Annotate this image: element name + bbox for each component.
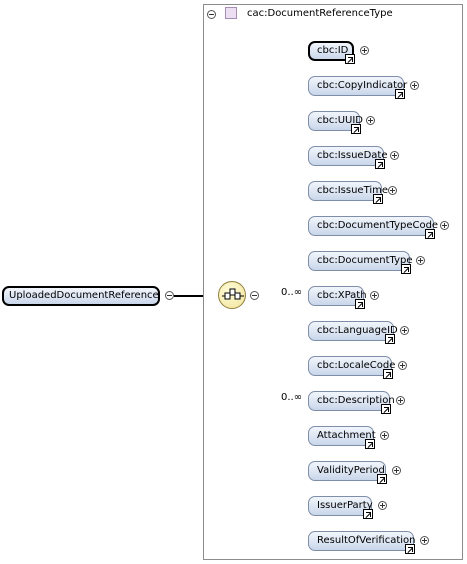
- element-validity-period[interactable]: ValidityPeriod: [308, 461, 386, 481]
- reference-arrow-icon: [425, 229, 435, 239]
- element-label: cbc:CopyIndicator: [317, 80, 408, 91]
- element-copy-indicator[interactable]: cbc:CopyIndicator: [308, 76, 408, 96]
- expand-icon[interactable]: [410, 81, 419, 90]
- reference-arrow-icon: [405, 544, 415, 554]
- reference-arrow-icon: [375, 159, 385, 169]
- occurrence-label: 0..∞: [281, 392, 303, 403]
- element-label: cbc:Description: [317, 395, 395, 406]
- element-label: cbc:UUID: [317, 115, 364, 126]
- element-issue-date[interactable]: cbc:IssueDate: [308, 146, 388, 166]
- reference-arrow-icon: [395, 89, 405, 99]
- reference-arrow-icon: [383, 369, 393, 379]
- element-label: cbc:DocumentType: [317, 255, 413, 266]
- type-collapse-icon[interactable]: [207, 10, 216, 19]
- expand-icon[interactable]: [388, 186, 397, 195]
- reference-arrow-icon: [345, 54, 355, 64]
- reference-arrow-icon: [377, 474, 387, 484]
- expand-icon[interactable]: [380, 431, 389, 440]
- sequence-compositor-icon[interactable]: [218, 281, 246, 309]
- element-attachment[interactable]: Attachment: [308, 426, 376, 446]
- root-element[interactable]: UploadedDocumentReference: [2, 286, 160, 306]
- element-label: IssuerParty: [317, 500, 373, 511]
- element-locale-code[interactable]: cbc:LocaleCode: [308, 356, 396, 376]
- element-uuid[interactable]: cbc:UUID: [308, 111, 364, 131]
- expand-icon[interactable]: [420, 536, 429, 545]
- sequence-collapse-icon[interactable]: [250, 291, 259, 300]
- expand-icon[interactable]: [392, 466, 401, 475]
- element-label: cbc:LanguageID: [317, 325, 398, 336]
- reference-arrow-icon: [381, 404, 391, 414]
- expand-icon[interactable]: [360, 46, 369, 55]
- element-label: cbc:IssueTime: [317, 185, 389, 196]
- reference-arrow-icon: [363, 509, 373, 519]
- expand-icon[interactable]: [440, 221, 449, 230]
- expand-icon[interactable]: [398, 361, 407, 370]
- complex-type-icon: [225, 7, 237, 19]
- expand-icon[interactable]: [366, 116, 375, 125]
- element-xpath[interactable]: cbc:XPath: [308, 286, 367, 306]
- root-collapse-icon[interactable]: [165, 291, 174, 300]
- occurrence-label: 0..∞: [281, 287, 303, 298]
- element-label: ValidityPeriod: [317, 465, 385, 476]
- element-issue-time[interactable]: cbc:IssueTime: [308, 181, 388, 201]
- expand-icon[interactable]: [400, 326, 409, 335]
- element-label: cbc:LocaleCode: [317, 360, 396, 371]
- expand-icon[interactable]: [416, 256, 425, 265]
- type-title: cac:DocumentReferenceType: [247, 8, 393, 19]
- expand-icon[interactable]: [378, 501, 387, 510]
- reference-arrow-icon: [351, 124, 361, 134]
- element-issuer-party[interactable]: IssuerParty: [308, 496, 373, 516]
- element-id[interactable]: cbc:ID: [308, 41, 354, 61]
- element-label: cbc:IssueDate: [317, 150, 388, 161]
- reference-arrow-icon: [355, 299, 365, 309]
- reference-arrow-icon: [365, 439, 375, 449]
- reference-arrow-icon: [401, 264, 411, 274]
- element-label: cbc:DocumentTypeCode: [317, 220, 439, 231]
- element-label: Attachment: [317, 430, 376, 441]
- element-description[interactable]: cbc:Description: [308, 391, 395, 411]
- element-result-of-verification[interactable]: ResultOfVerification: [308, 531, 416, 551]
- element-label: ResultOfVerification: [317, 535, 416, 546]
- element-document-type[interactable]: cbc:DocumentType: [308, 251, 413, 271]
- expand-icon[interactable]: [370, 291, 379, 300]
- element-document-type-code[interactable]: cbc:DocumentTypeCode: [308, 216, 438, 236]
- expand-icon[interactable]: [396, 396, 405, 405]
- reference-arrow-icon: [385, 334, 395, 344]
- element-language-id[interactable]: cbc:LanguageID: [308, 321, 398, 341]
- element-label: cbc:XPath: [317, 290, 367, 301]
- expand-icon[interactable]: [390, 151, 399, 160]
- reference-arrow-icon: [373, 194, 383, 204]
- element-label: cbc:ID: [317, 45, 349, 56]
